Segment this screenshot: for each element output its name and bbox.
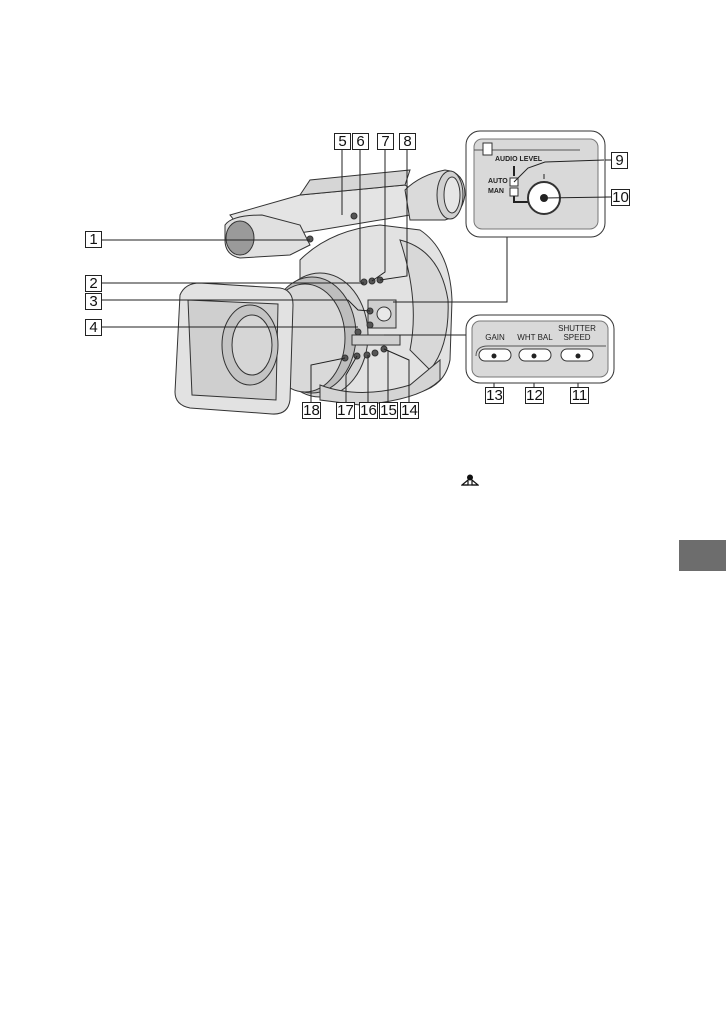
callout-9: 9 [611,152,628,169]
callout-16: 16 [359,402,378,419]
callout-11: 11 [570,387,589,404]
audio-man-label: MAN [488,188,504,195]
callout-8: 8 [399,133,416,150]
gain-label: GAIN [485,333,505,342]
callout-5: 5 [334,133,351,150]
callout-3: 3 [85,293,102,310]
section-index-tab [679,540,726,571]
wht-bal-label: WHT BAL [517,333,553,342]
callout-17: 17 [336,402,355,419]
audio-auto-label: AUTO [488,178,508,185]
callout-13: 13 [485,387,504,404]
buttons-inset [465,314,615,384]
callout-1: 1 [85,231,102,248]
shutter-label-line1: SHUTTER [558,324,596,333]
callout-10: 10 [611,189,630,206]
callout-7: 7 [377,133,394,150]
shutter-label-line2: SPEED [563,333,591,342]
audio-level-label: AUDIO LEVEL [495,156,543,163]
camera-body [174,169,466,415]
callout-4: 4 [85,319,102,336]
callout-12: 12 [525,387,544,404]
assist-mark-icon [461,474,479,486]
callout-14: 14 [400,402,419,419]
callout-15: 15 [379,402,398,419]
audio-inset [465,130,612,238]
callout-6: 6 [352,133,369,150]
callout-2: 2 [85,275,102,292]
callout-18: 18 [302,402,321,419]
